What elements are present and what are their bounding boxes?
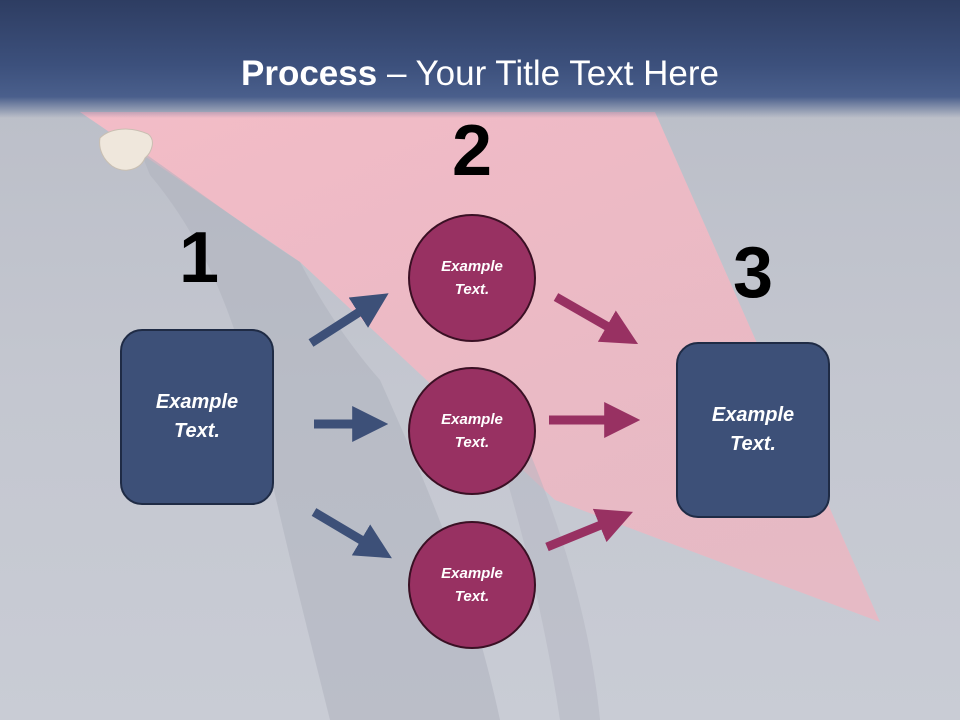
title-rest: – Your Title Text Here	[377, 54, 719, 93]
circle-bottom-line1: Example	[441, 565, 503, 582]
title-bold: Process	[241, 54, 378, 93]
title-bar	[0, 0, 960, 118]
step-1-box-line1: Example	[155, 391, 239, 413]
step-3-box-line1: Example	[711, 404, 795, 426]
step-number-1: 1	[178, 218, 220, 298]
step-1-box[interactable]: Example Text.	[120, 329, 274, 505]
step-3-box[interactable]: Example Text.	[676, 342, 830, 518]
circle-top-line2: Text.	[454, 281, 490, 298]
step-2-circle-top[interactable]: Example Text.	[408, 214, 536, 342]
step-2-circle-bottom[interactable]: Example Text.	[408, 521, 536, 649]
step-1-box-line2: Text.	[174, 420, 220, 442]
step-3-box-line2: Text.	[730, 433, 776, 455]
slide-title: Process – Your Title Text Here	[0, 52, 960, 96]
circle-top-line1: Example	[441, 258, 503, 275]
hand-icon	[99, 128, 153, 171]
step-2-circle-middle[interactable]: Example Text.	[408, 367, 536, 495]
step-number-3: 3	[732, 233, 774, 313]
circle-middle-line2: Text.	[454, 434, 490, 451]
step-number-2: 2	[451, 111, 493, 191]
circle-bottom-line2: Text.	[454, 588, 490, 605]
silhouette-arm	[495, 430, 600, 720]
circle-middle-line1: Example	[441, 411, 503, 428]
